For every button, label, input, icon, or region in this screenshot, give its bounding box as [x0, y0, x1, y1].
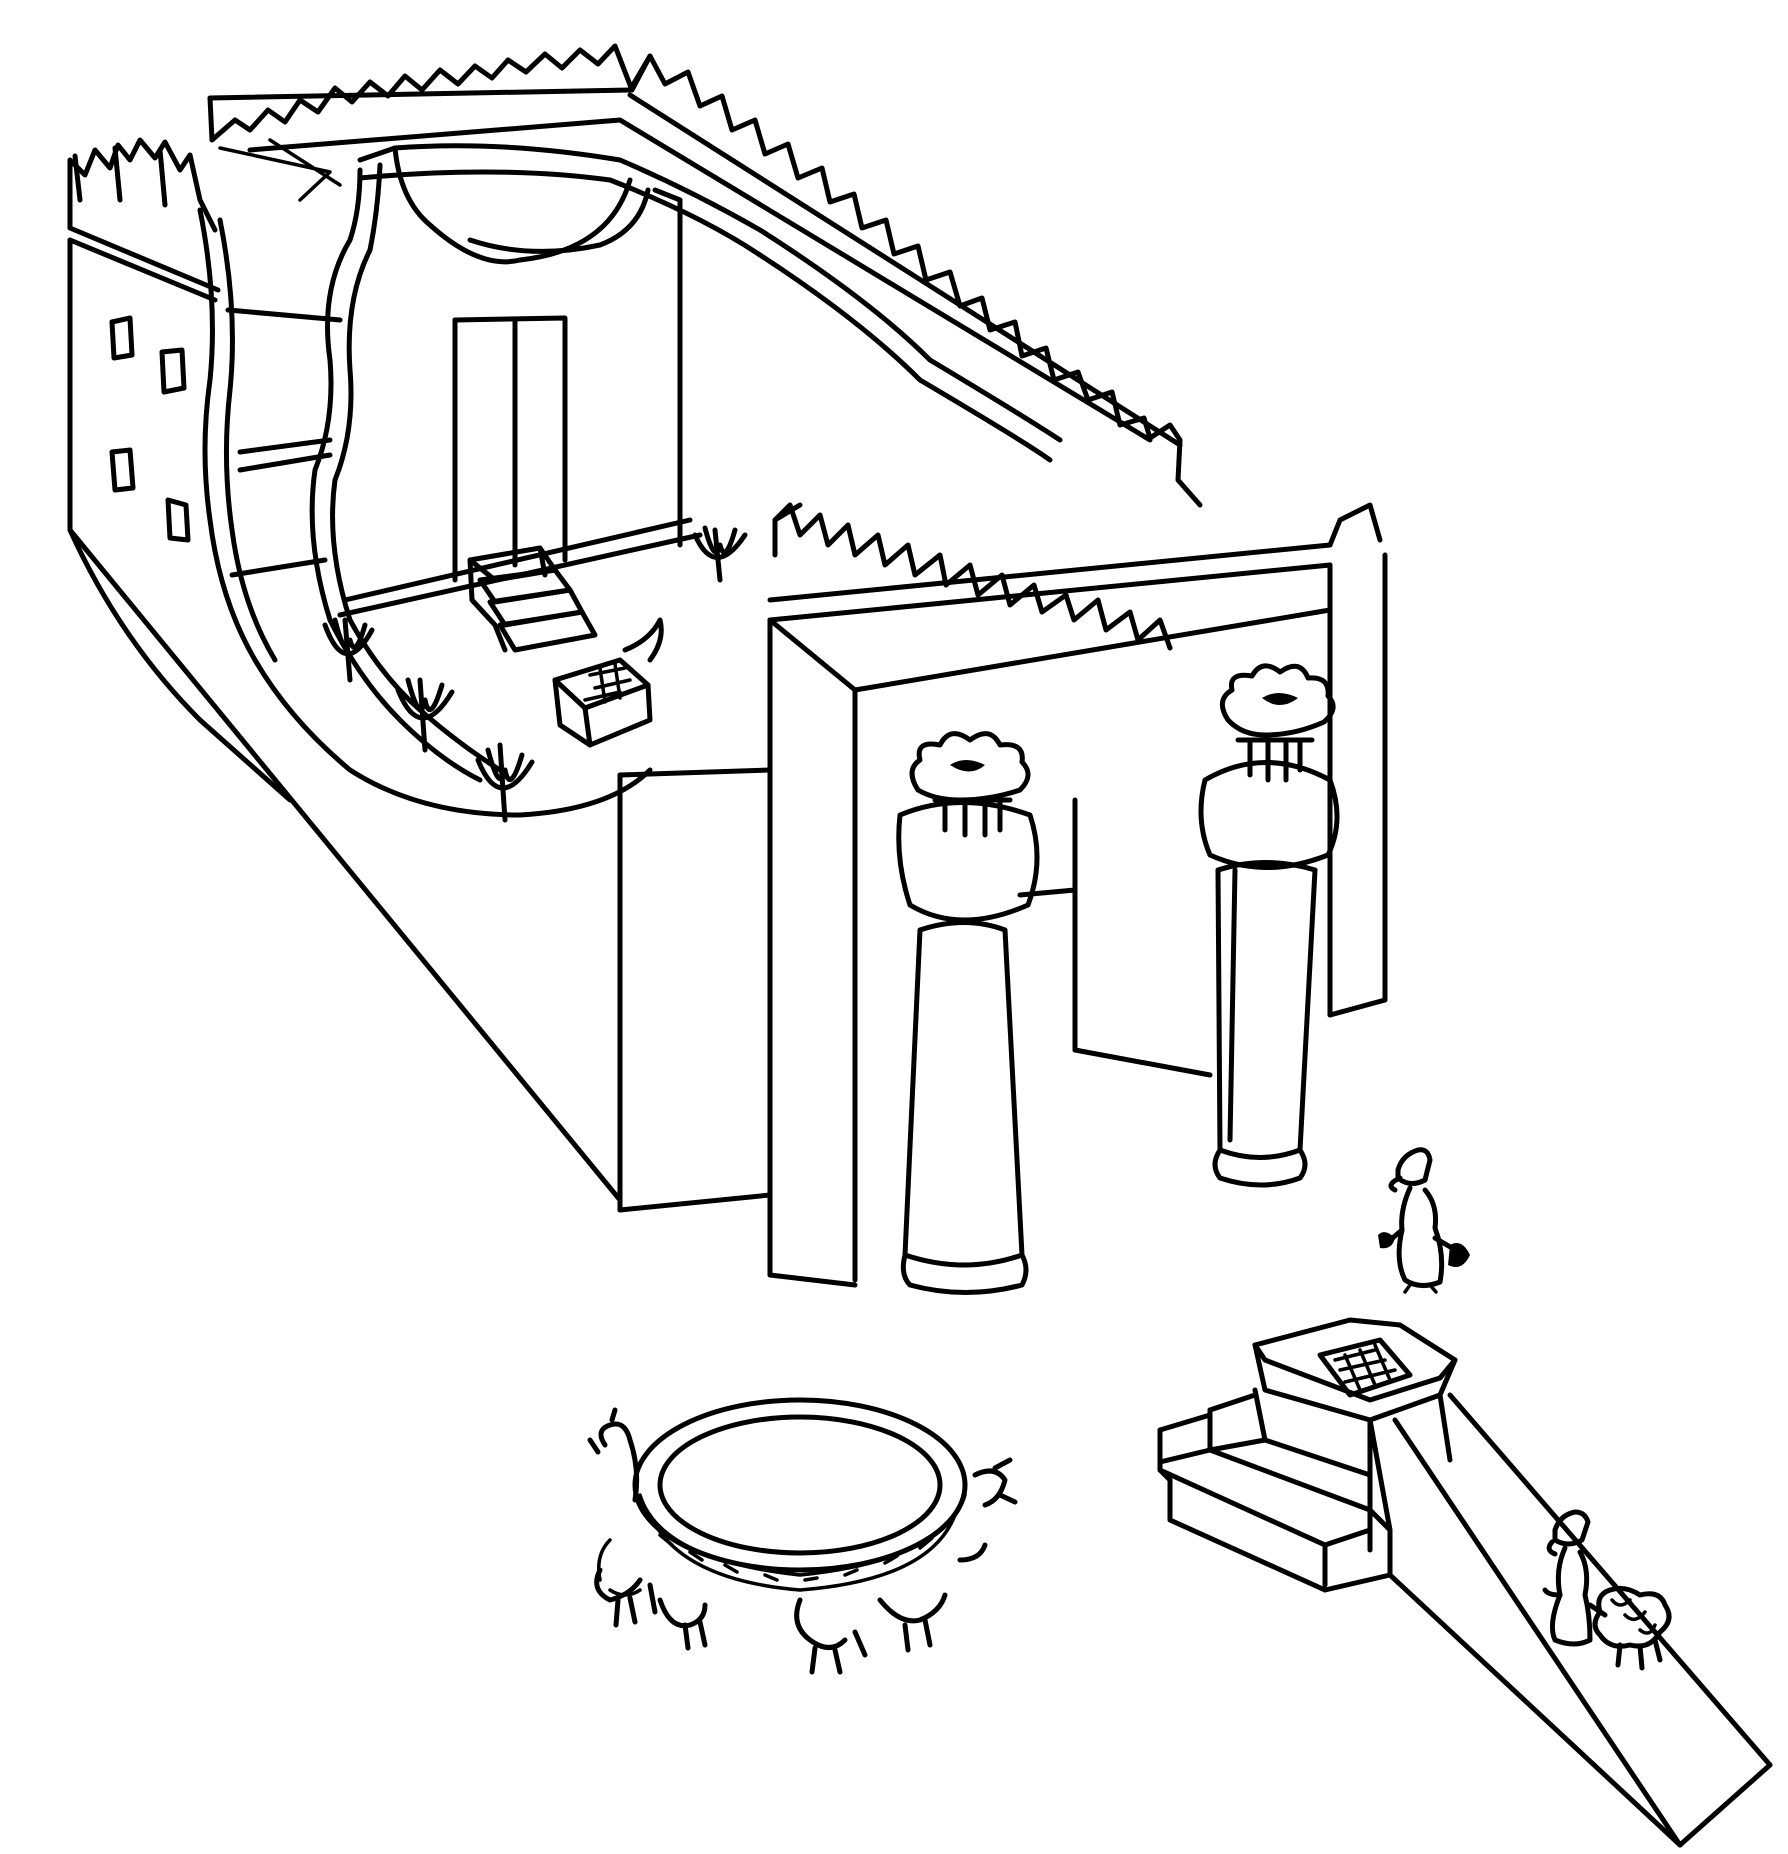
- menorah-lampstands: [322, 525, 748, 823]
- priest-figure-with-ram: [1542, 1509, 1672, 1671]
- window-3: [109, 447, 136, 493]
- inner-sanctum-steps: [467, 545, 598, 653]
- window-2: [159, 347, 187, 395]
- bulls-under-basin: [587, 1407, 1018, 1675]
- incense-altar: [552, 617, 664, 748]
- window-1: [109, 315, 135, 361]
- crenellated-parapet: [207, 43, 1203, 508]
- menorah-3: [475, 742, 535, 823]
- priest-figure-near-porch: [1378, 1147, 1470, 1294]
- menorah-1: [322, 617, 375, 683]
- window-4: [165, 497, 191, 543]
- temple-building: [67, 43, 1388, 1295]
- menorah-4: [692, 525, 748, 583]
- left-side-chambers: [67, 137, 623, 1203]
- entrance-porch: [617, 502, 1388, 1288]
- bronze-sea-basin: [587, 1397, 1018, 1675]
- cutaway-edges: [197, 143, 1063, 818]
- altar-with-ramp: [1157, 1317, 1773, 1848]
- left-pillar: [896, 731, 1040, 1295]
- right-pillar: [1198, 663, 1340, 1188]
- menorah-2: [395, 677, 455, 753]
